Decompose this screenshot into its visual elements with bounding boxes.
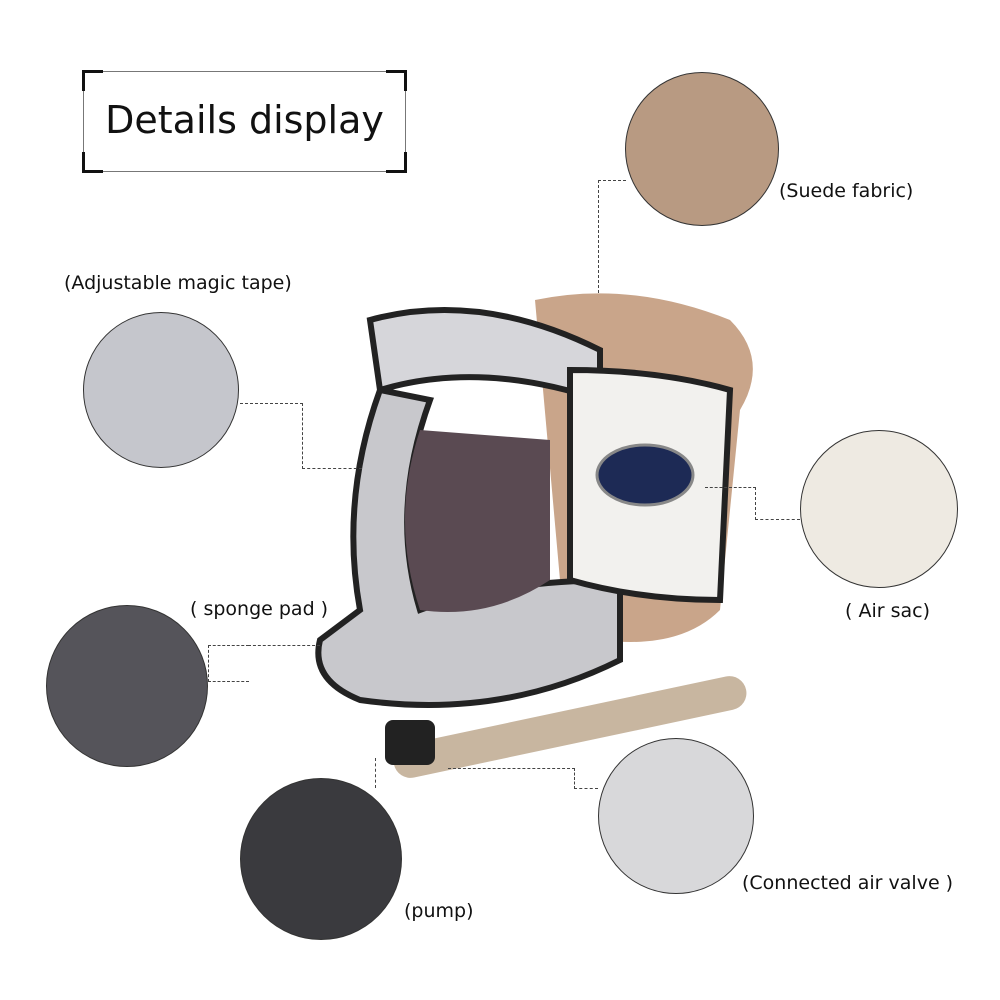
- label-sponge: ( sponge pad ): [190, 598, 329, 620]
- leader-line: [208, 645, 249, 682]
- title-frame: Details display: [82, 70, 407, 173]
- leader-line: [705, 487, 756, 520]
- detail-circle-suede: [625, 72, 779, 226]
- label-pump: (pump): [404, 900, 474, 922]
- leader-line: [248, 645, 320, 647]
- label-suede: (Suede fabric): [779, 180, 914, 202]
- label-valve: (Connected air valve ): [742, 872, 954, 894]
- page-title: Details display: [105, 98, 384, 142]
- label-tape: (Adjustable magic tape): [64, 272, 292, 294]
- leader-line: [448, 768, 575, 789]
- label-airsac: ( Air sac): [845, 600, 930, 622]
- leader-line: [302, 468, 362, 470]
- detail-circle-sponge: [46, 605, 208, 767]
- leader-line: [755, 519, 800, 521]
- leader-line: [375, 758, 377, 788]
- detail-circle-tape: [83, 312, 239, 468]
- detail-circle-airsac: [800, 430, 958, 588]
- detail-circle-pump: [240, 778, 402, 940]
- detail-circle-valve: [598, 738, 754, 894]
- frame-corner: [82, 152, 103, 173]
- leader-line: [598, 180, 626, 293]
- frame-corner: [386, 152, 407, 173]
- leader-line: [240, 403, 303, 469]
- frame-corner: [386, 70, 407, 91]
- neck-traction-device-image: [315, 293, 753, 778]
- frame-corner: [82, 70, 103, 91]
- leader-line: [574, 788, 598, 790]
